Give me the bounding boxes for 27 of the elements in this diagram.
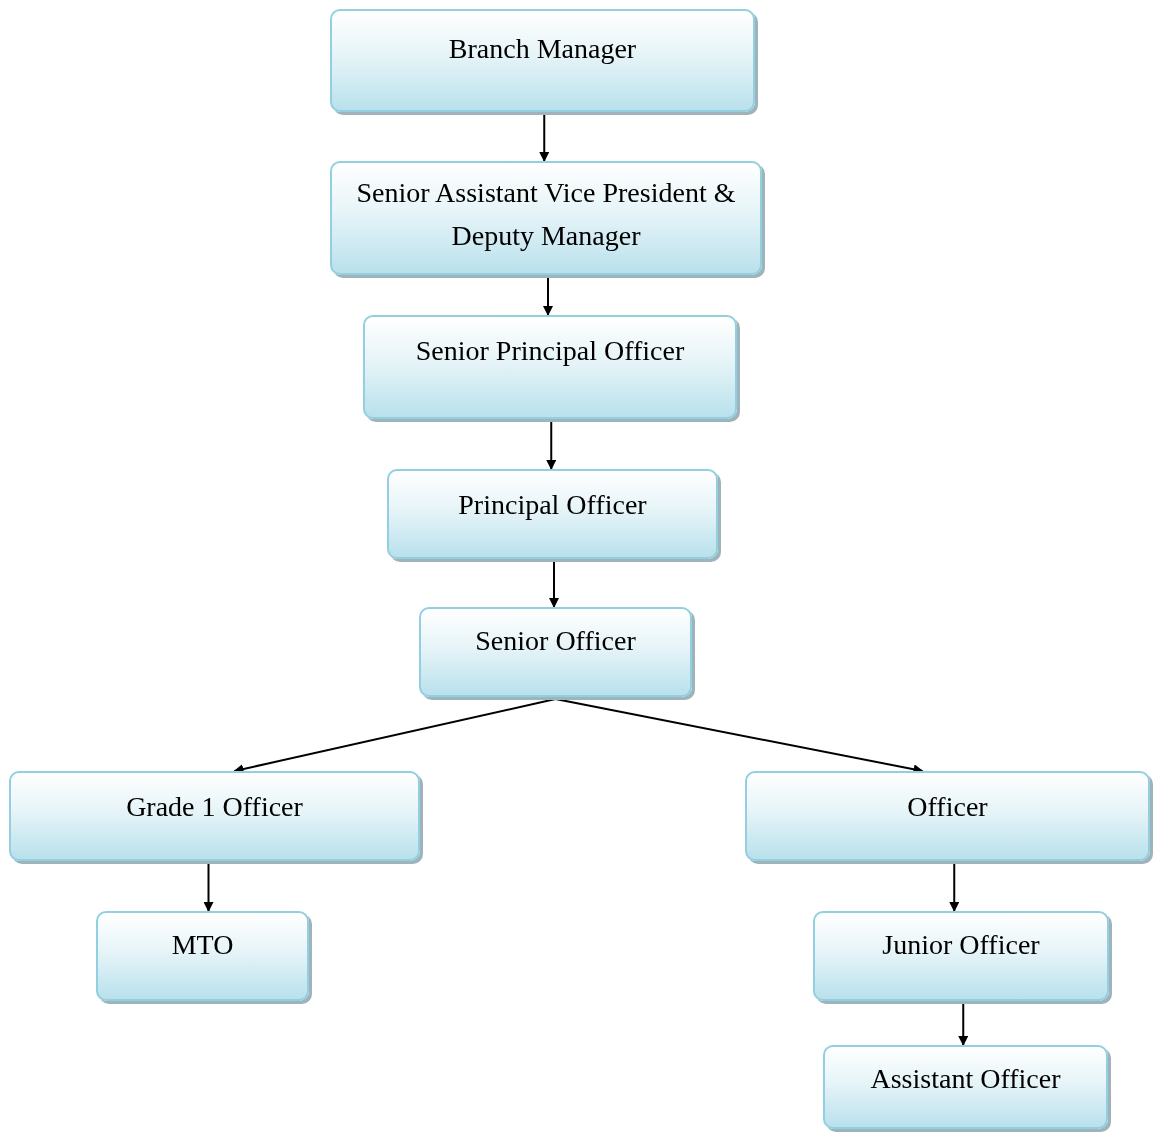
position-box <box>813 911 1109 1001</box>
arrow <box>543 276 553 316</box>
position-title: Assistant Officer <box>870 1062 1061 1096</box>
position-title: Senior Assistant Vice President & Deputy Manager <box>355 176 737 253</box>
position-title: Junior Officer <box>882 928 1040 962</box>
arrow <box>539 113 550 162</box>
position-box <box>330 9 755 112</box>
position-title: Principal Officer <box>458 488 647 522</box>
position-box <box>419 607 692 697</box>
arrow <box>203 862 214 912</box>
position-box <box>745 771 1150 861</box>
arrow <box>549 560 559 608</box>
position-title: Branch Manager <box>448 32 637 66</box>
position-box <box>9 771 420 861</box>
position-title: Senior Principal Officer <box>415 334 685 368</box>
arrow <box>958 1002 969 1046</box>
position-title: Senior Officer <box>475 624 636 658</box>
position-title: Grade 1 Officer <box>126 790 303 824</box>
position-title: MTO <box>171 928 234 962</box>
position-title: Officer <box>907 790 988 824</box>
position-box <box>330 161 762 275</box>
arrow <box>546 420 557 470</box>
position-box <box>823 1045 1108 1129</box>
position-box <box>363 315 737 419</box>
position-box <box>96 911 309 1001</box>
arrow <box>949 862 960 912</box>
position-box <box>387 469 718 559</box>
